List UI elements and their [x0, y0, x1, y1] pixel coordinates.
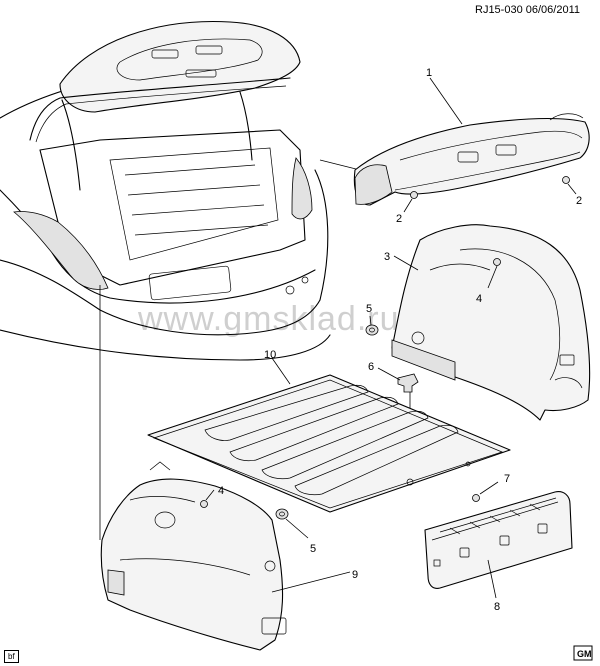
fastener-2-right	[562, 176, 577, 195]
leader-part-8	[487, 559, 497, 599]
callout-2-right: 2	[576, 195, 582, 207]
part-9-left-quarter-trim	[100, 461, 287, 651]
fastener-2-left	[403, 191, 418, 213]
part-3-right-quarter-trim	[391, 224, 591, 421]
leader-part-4a	[487, 265, 498, 289]
callout-1: 1	[426, 67, 432, 79]
leader-part-9	[271, 571, 351, 593]
callout-8: 8	[494, 601, 500, 613]
leader-vehicle-right	[319, 159, 361, 171]
callout-6: 6	[368, 361, 374, 373]
corner-label: bf	[4, 650, 19, 663]
callout-9: 9	[352, 569, 358, 581]
leader-part-3	[393, 255, 419, 271]
vehicle-rear-body	[0, 20, 331, 361]
gm-logo: GM	[573, 645, 593, 661]
callout-10: 10	[264, 349, 276, 361]
part-1-rear-shelf-trim	[353, 113, 590, 206]
part-7-retainer	[472, 481, 499, 502]
callout-4-lower: 4	[218, 485, 224, 497]
diagram-ref-code: RJ15-030	[475, 4, 523, 16]
callout-4-upper: 4	[476, 293, 482, 305]
part-8-rear-sill-plate	[424, 491, 573, 589]
diagram-reference: RJ15-030 06/06/2011	[475, 4, 580, 16]
callout-7: 7	[504, 473, 510, 485]
part-5-push-pin-lower	[275, 508, 309, 539]
leader-part-10	[271, 357, 291, 385]
watermark: www.gmsklad.ru	[138, 300, 400, 338]
callout-5-upper: 5	[366, 303, 372, 315]
callout-3: 3	[384, 251, 390, 263]
leader-part-1	[429, 77, 463, 125]
diagram-date: 06/06/2011	[525, 4, 581, 16]
part-10-trunk-floor-panel	[147, 374, 511, 513]
part-5-push-pin-upper	[365, 315, 379, 336]
leader-part-4b	[205, 489, 215, 501]
callout-5-lower: 5	[310, 543, 316, 555]
callout-2-left: 2	[396, 213, 402, 225]
gm-logo-text: GM	[577, 649, 592, 659]
